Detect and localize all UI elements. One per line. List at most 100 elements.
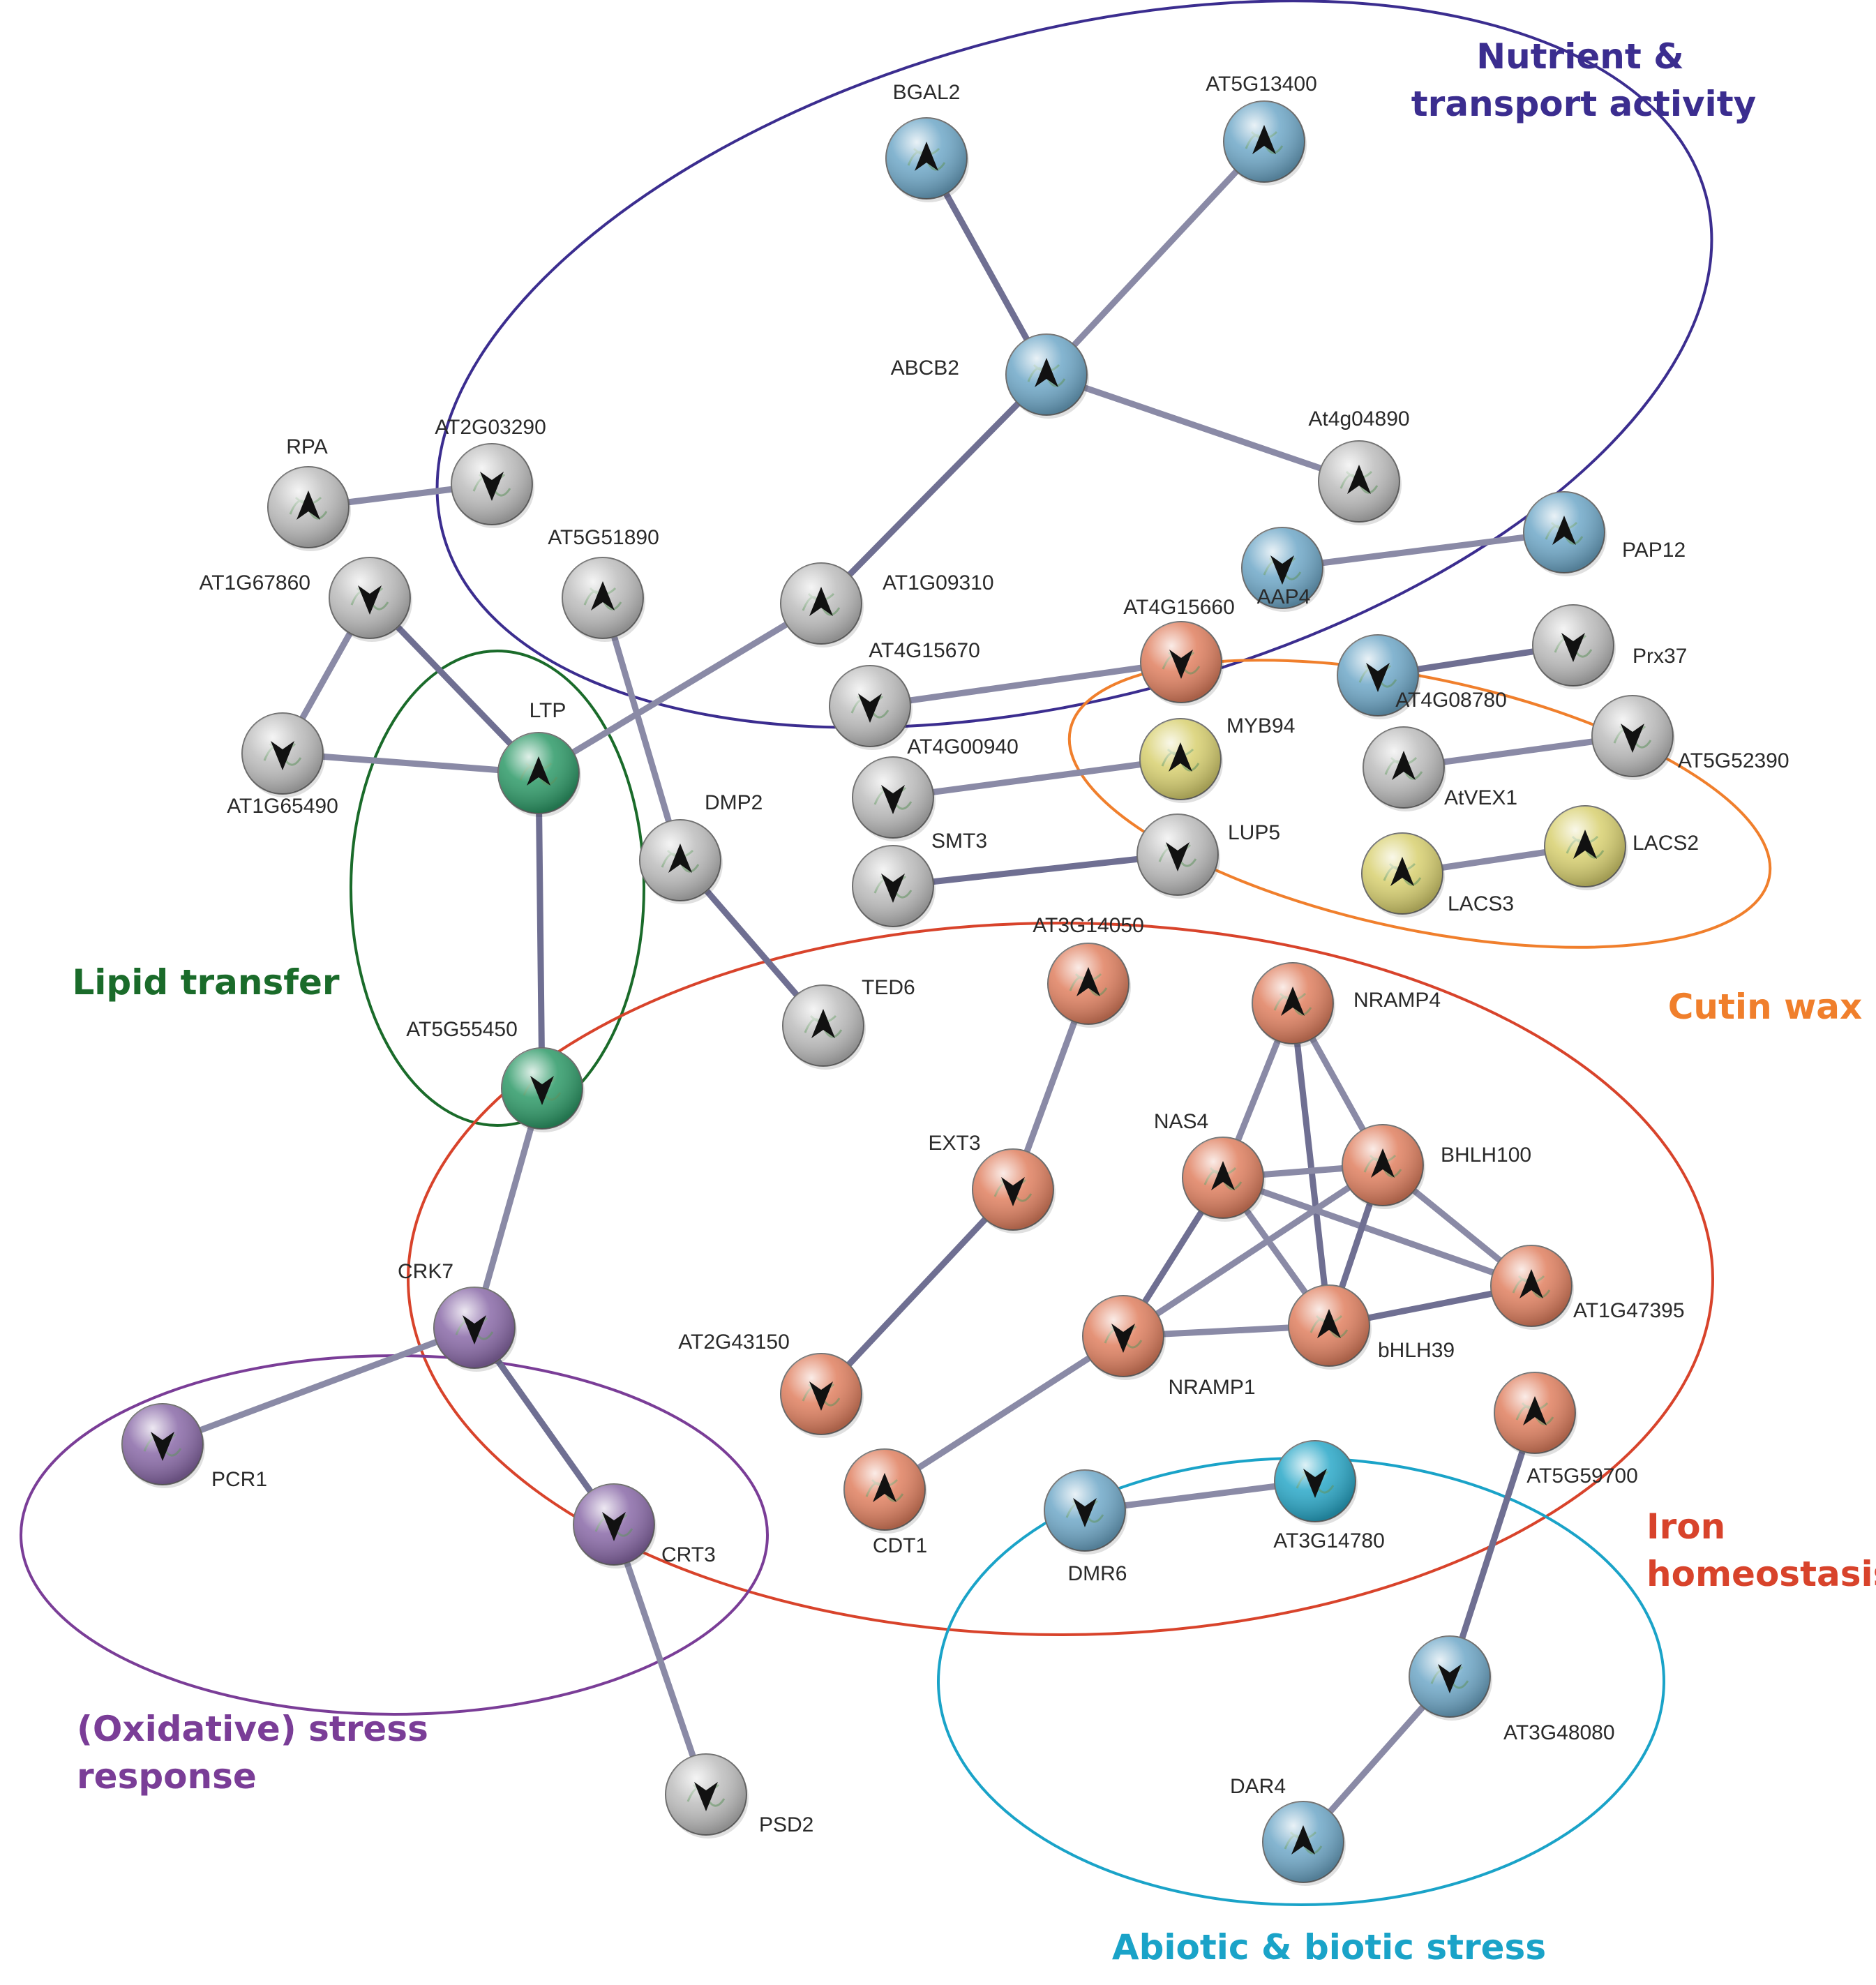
group-label-line: Abiotic & biotic stress [1112, 1927, 1546, 1968]
arrow-down-icon [1001, 1177, 1025, 1206]
arrow-down-icon [1366, 663, 1390, 692]
node-label: EXT3 [928, 1132, 980, 1155]
node-label: LUP5 [1228, 821, 1280, 844]
arrow-up-icon [1035, 358, 1058, 387]
node-AT1G67860[interactable]: AT1G67860 [199, 557, 412, 642]
node-SMT3[interactable]: SMT3 [852, 830, 987, 930]
node-AT1G47395[interactable]: AT1G47395 [1490, 1245, 1685, 1330]
arrow-up-icon [873, 1473, 896, 1502]
node-Prx37[interactable]: Prx37 [1532, 604, 1687, 689]
edge-AT1G65490-LTP [279, 750, 542, 777]
arrow-up-icon [1573, 830, 1597, 859]
node-label: CDT1 [873, 1534, 927, 1557]
node-PSD2[interactable]: PSD2 [665, 1753, 813, 1838]
arrow-down-icon [151, 1432, 174, 1461]
node-DMR6[interactable]: DMR6 [1044, 1469, 1127, 1585]
node-AT4G08780[interactable]: AT4G08780 [1337, 634, 1507, 719]
node-PCR1[interactable]: PCR1 [121, 1403, 267, 1491]
arrow-up-icon [1523, 1396, 1547, 1425]
node-label: DMP2 [705, 791, 763, 814]
node-label: TED6 [862, 976, 915, 999]
node-AAP4[interactable]: AAP4 [1241, 527, 1325, 612]
arrow-down-icon [602, 1512, 626, 1541]
node-label: AT4G15670 [869, 639, 980, 662]
node-CDT1[interactable]: CDT1 [843, 1448, 927, 1557]
node-AT4G00940[interactable]: AT4G00940 [852, 735, 1019, 841]
node-label: MYB94 [1226, 714, 1295, 737]
group-ellipse-lipid [350, 650, 645, 1127]
node-MYB94[interactable]: MYB94 [1139, 714, 1295, 803]
node-AT5G55450[interactable]: AT5G55450 [406, 1018, 585, 1132]
node-DAR4[interactable]: DAR4 [1230, 1775, 1346, 1886]
edge-AT5G55450-CRK7 [471, 1085, 546, 1331]
node-LACS2[interactable]: LACS2 [1544, 805, 1699, 890]
node-AT1G65490[interactable]: AT1G65490 [227, 712, 338, 818]
node-label: AT5G59700 [1526, 1465, 1638, 1488]
node-DMP2[interactable]: DMP2 [639, 791, 763, 904]
node-label: LTP [530, 699, 566, 722]
group-label-line: Lipid transfer [72, 962, 339, 1003]
arrow-up-icon [1317, 1309, 1341, 1338]
edge-NRAMP4-bHLH39 [1289, 1000, 1333, 1329]
node-AT3G14780[interactable]: AT3G14780 [1273, 1440, 1385, 1552]
arrow-up-icon [1281, 987, 1305, 1016]
node-label: AT1G09310 [883, 571, 994, 594]
node-label: AT4G00940 [907, 735, 1019, 758]
node-LTP[interactable]: LTP [497, 699, 581, 817]
node-CRT3[interactable]: CRT3 [573, 1483, 716, 1568]
node-label: PCR1 [211, 1468, 267, 1491]
node-BHLH100[interactable]: BHLH100 [1342, 1124, 1531, 1209]
node-label: CRK7 [398, 1260, 453, 1283]
node-label: Prx37 [1633, 645, 1687, 668]
node-NRAMP1[interactable]: NRAMP1 [1082, 1295, 1256, 1399]
edge-NRAMP1-CDT1 [881, 1333, 1127, 1493]
node-label: LACS3 [1448, 892, 1514, 915]
node-label: AT5G13400 [1206, 73, 1317, 96]
node-CRK7[interactable]: CRK7 [398, 1260, 517, 1372]
group-label-line: homeostasis [1646, 1554, 1876, 1594]
group-label-lipid: Lipid transfer [72, 962, 339, 1003]
node-AT4G15660[interactable]: AT4G15660 [1123, 596, 1235, 706]
node-label: NAS4 [1154, 1110, 1208, 1133]
node-label: AT5G51890 [548, 526, 659, 549]
node-NRAMP4[interactable]: NRAMP4 [1252, 962, 1441, 1047]
arrow-down-icon [1270, 555, 1294, 585]
arrow-up-icon [1169, 742, 1192, 772]
node-label: AT5G52390 [1678, 749, 1789, 772]
node-AT3G14050[interactable]: AT3G14050 [1033, 914, 1144, 1028]
node-AT5G51890[interactable]: AT5G51890 [548, 526, 659, 642]
node-LUP5[interactable]: LUP5 [1136, 814, 1280, 899]
node-ABCB2[interactable]: ABCB2 [891, 334, 1089, 419]
node-AT5G52390[interactable]: AT5G52390 [1591, 695, 1789, 780]
node-AT1G09310[interactable]: AT1G09310 [780, 562, 994, 647]
node-AtVEX1[interactable]: AtVEX1 [1363, 726, 1517, 811]
node-NAS4[interactable]: NAS4 [1154, 1110, 1266, 1222]
arrow-up-icon [297, 490, 320, 520]
group-label-line: Cutin wax [1668, 987, 1863, 1027]
node-RPA[interactable]: RPA [267, 435, 351, 551]
node-label: AT3G14780 [1273, 1529, 1385, 1552]
arrow-down-icon [881, 874, 905, 903]
group-label-line: (Oxidative) stress [77, 1709, 428, 1749]
arrow-down-icon [530, 1076, 554, 1105]
node-label: NRAMP4 [1353, 989, 1441, 1012]
node-TED6[interactable]: TED6 [782, 976, 915, 1070]
node-AT5G13400[interactable]: AT5G13400 [1206, 73, 1317, 186]
node-LACS3[interactable]: LACS3 [1361, 832, 1514, 917]
arrow-up-icon [1076, 967, 1100, 996]
node-AT2G03290[interactable]: AT2G03290 [435, 416, 546, 528]
node-bHLH39[interactable]: bHLH39 [1288, 1284, 1455, 1370]
arrow-up-icon [668, 844, 692, 873]
arrow-down-icon [358, 585, 382, 615]
node-AT4G15670[interactable]: AT4G15670 [829, 639, 980, 750]
edge-CRK7-PCR1 [159, 1324, 478, 1448]
node-AT2G43150[interactable]: AT2G43150 [678, 1331, 864, 1438]
node-EXT3[interactable]: EXT3 [928, 1132, 1056, 1234]
node-AT3G48080[interactable]: AT3G48080 [1409, 1635, 1615, 1744]
node-PAP12[interactable]: PAP12 [1523, 491, 1686, 576]
node-AT5G59700[interactable]: AT5G59700 [1494, 1372, 1638, 1488]
node-At4g04890[interactable]: At4g04890 [1308, 407, 1410, 525]
node-BGAL2[interactable]: BGAL2 [885, 81, 969, 202]
